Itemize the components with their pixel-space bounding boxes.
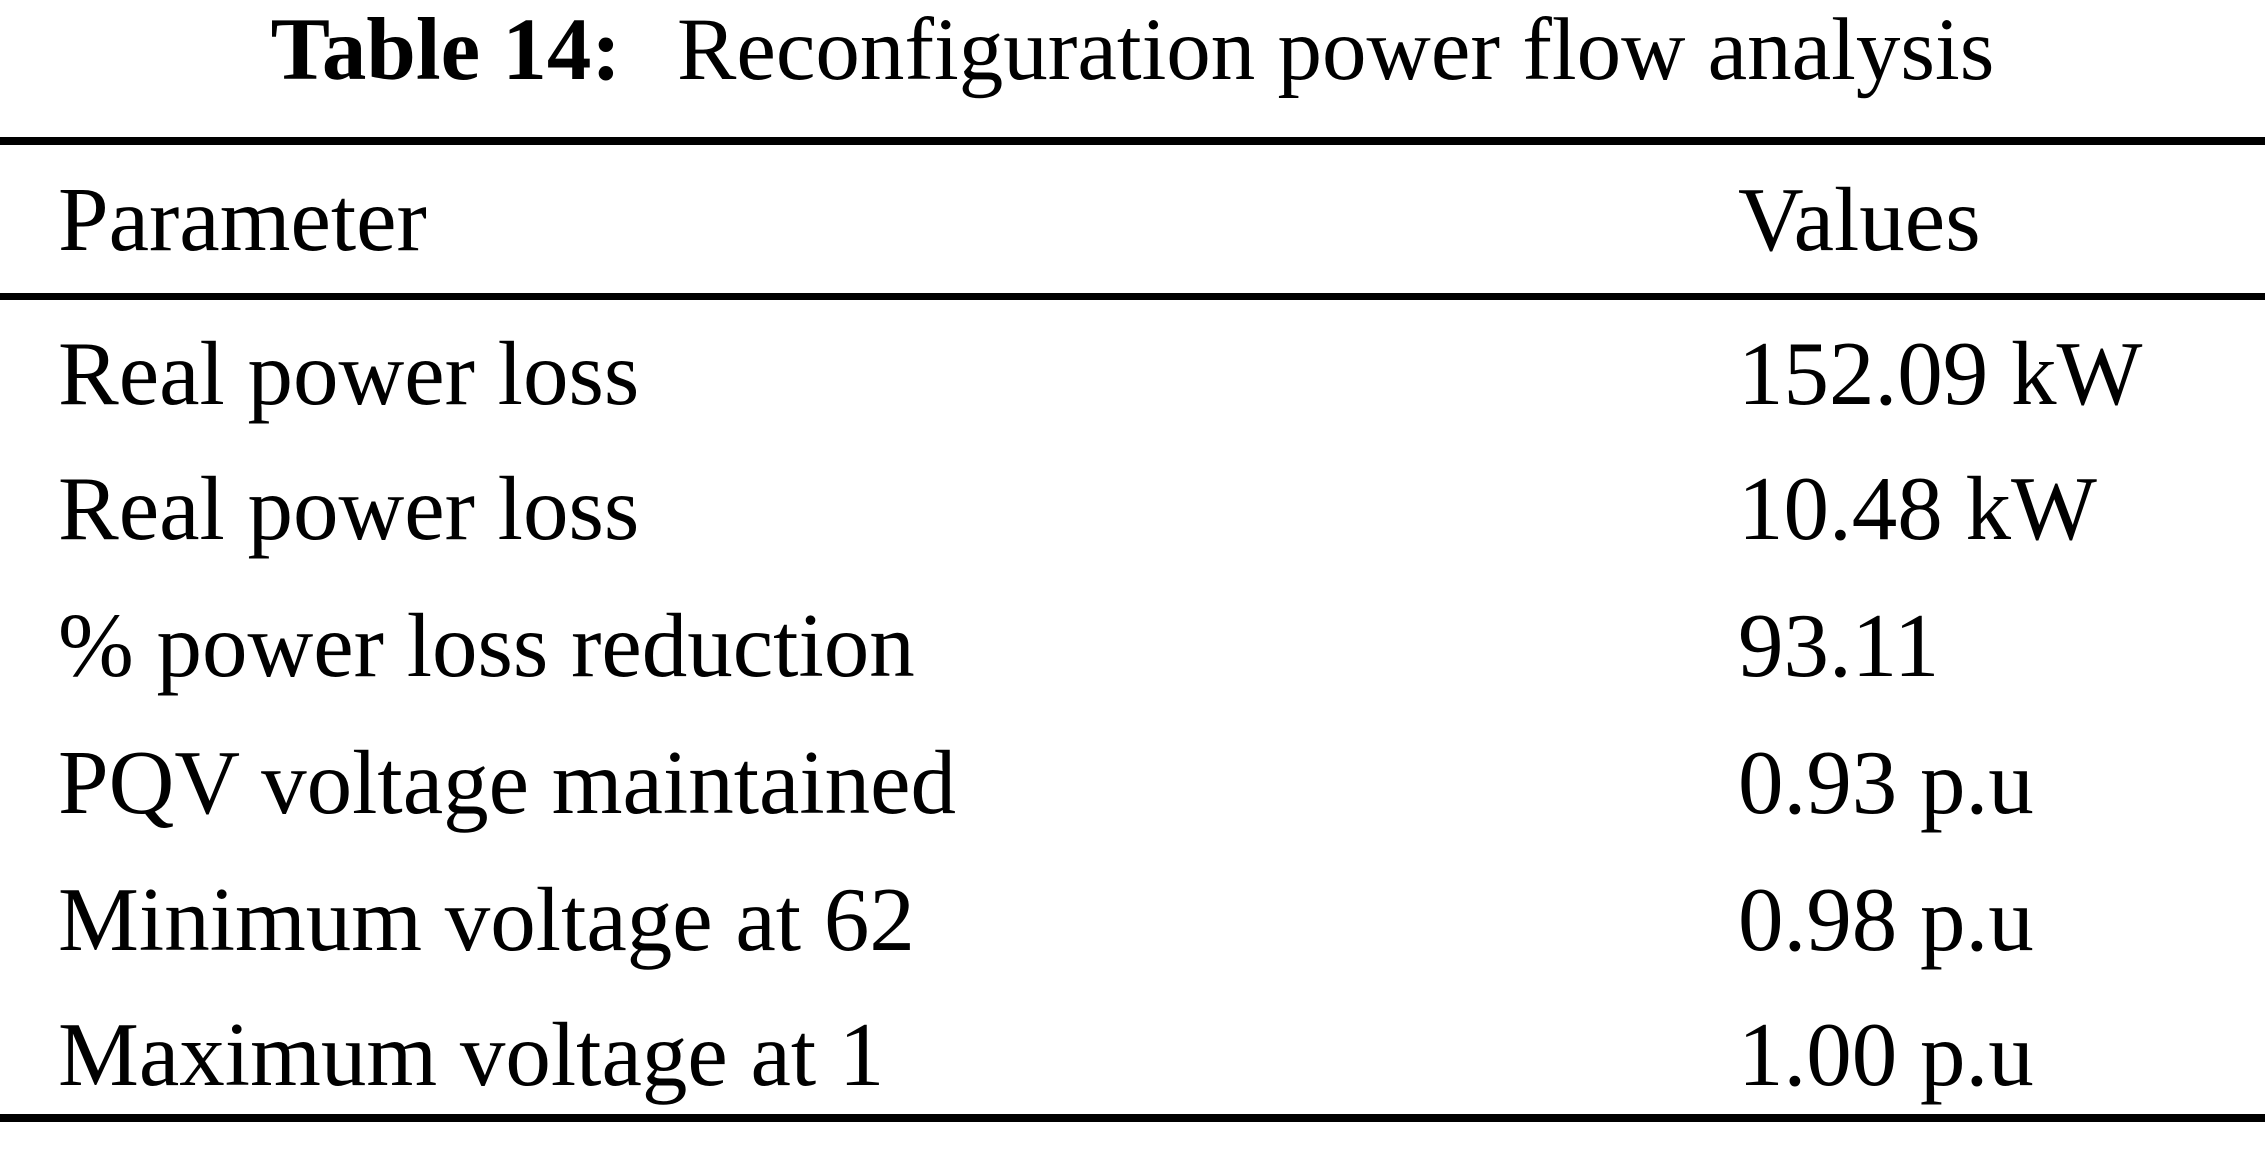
table-row: Real power loss 10.48 kW (0, 433, 2265, 570)
cell-parameter: Maximum voltage at 1 (58, 1004, 885, 1106)
table-caption-title: Reconfiguration power flow analysis (676, 1, 1995, 99)
cell-parameter: % power loss reduction (58, 595, 915, 697)
table-body: Real power loss 152.09 kW Real power loss 1… (0, 296, 2265, 1118)
cell-parameter: Real power loss (58, 458, 640, 560)
cell-parameter: Real power loss (58, 323, 640, 425)
table-row: Maximum voltage at 1 1.00 p.u (0, 981, 2265, 1118)
cell-parameter: Minimum voltage at 62 (58, 869, 915, 971)
cell-value: 93.11 (1738, 595, 1940, 697)
cell-value: 0.93 p.u (1738, 732, 2034, 834)
power-flow-table: Parameter Values Real power loss 152.09 k… (0, 137, 2265, 1123)
table-header-row: Parameter Values (0, 141, 2265, 300)
cell-value: 152.09 kW (1738, 323, 2143, 425)
table-row: % power loss reduction 93.11 (0, 570, 2265, 707)
column-header-values: Values (1738, 141, 2265, 300)
table-header: Parameter Values (0, 141, 2265, 300)
table-caption-label: Table 14: (270, 1, 621, 99)
column-header-parameter: Parameter (0, 141, 1738, 300)
table-row: Real power loss 152.09 kW (0, 296, 2265, 433)
cell-value: 10.48 kW (1738, 458, 2097, 560)
cell-value: 0.98 p.u (1738, 869, 2034, 971)
cell-parameter: PQV voltage maintained (58, 732, 957, 834)
table-row: Minimum voltage at 62 0.98 p.u (0, 844, 2265, 981)
table-row: PQV voltage maintained 0.93 p.u (0, 707, 2265, 844)
cell-value: 1.00 p.u (1738, 1004, 2034, 1106)
table-caption: Table 14: Reconfiguration power flow anal… (0, 0, 2265, 97)
